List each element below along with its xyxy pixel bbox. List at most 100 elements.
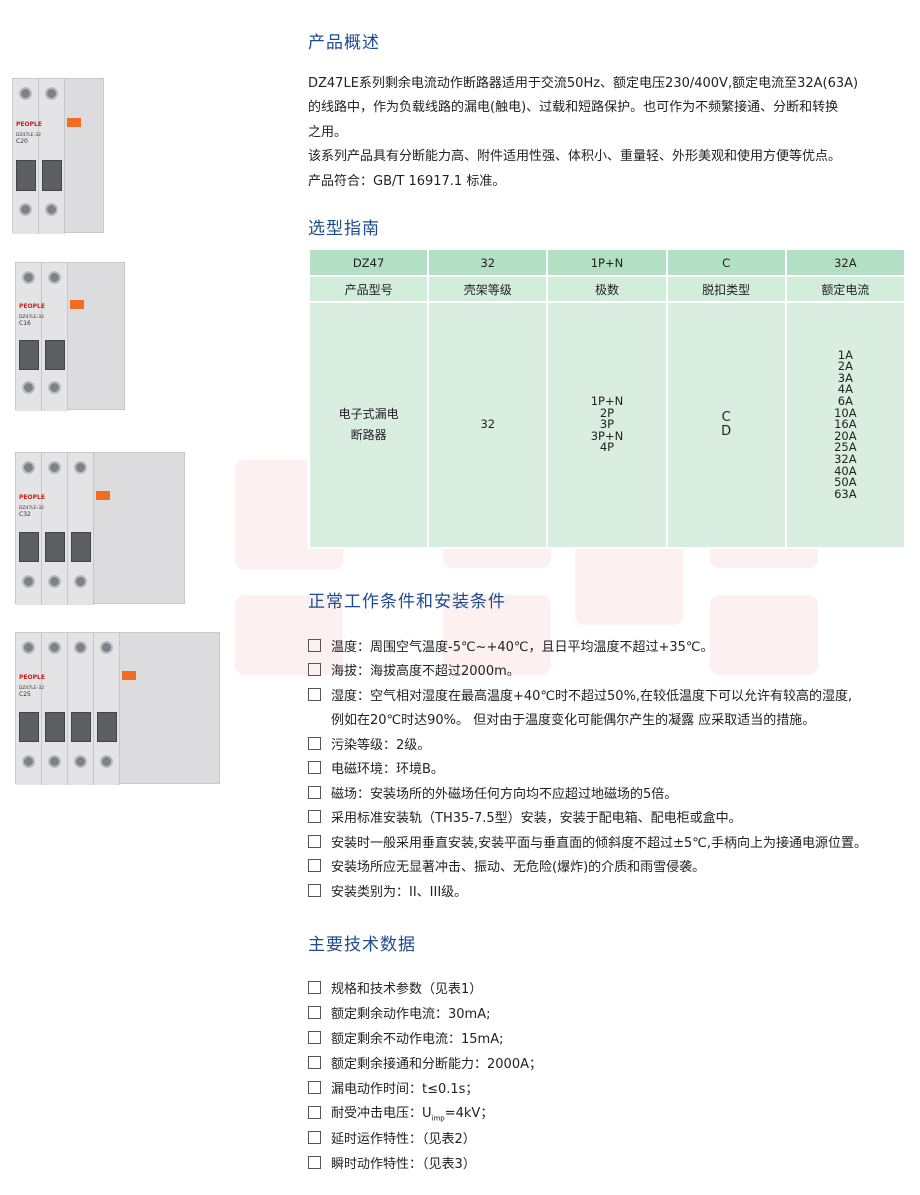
- current-value: 63A: [834, 486, 857, 501]
- list-item: 额定剩余动作电流：30mA;: [308, 1000, 542, 1025]
- example-row: DZ47 32 1P+N C 32A: [307, 250, 907, 277]
- current-value: 10A: [834, 405, 857, 420]
- overview-line: DZ47LE系列剩余电流动作断路器适用于交流50Hz、额定电压230/400V,…: [308, 76, 859, 91]
- rating-text: C25: [19, 691, 31, 699]
- toggle-handle: [71, 712, 91, 743]
- current-value: 1A: [837, 347, 853, 362]
- type-line: 电子式漏电: [338, 407, 399, 421]
- header-cell: 额定电流: [784, 276, 907, 303]
- checkbox-icon: [308, 1031, 321, 1044]
- section-title-overview: 产品概述: [308, 33, 380, 53]
- terminal-screw-icon: [74, 641, 87, 654]
- current-value: 3A: [837, 370, 853, 385]
- overview-line: 之用。: [308, 124, 348, 140]
- toggle-handle: [19, 712, 39, 743]
- example-cell: C: [665, 250, 787, 277]
- rating-text: C20: [16, 138, 28, 146]
- list-item: 海拔：海拔高度不超过2000m。: [308, 658, 867, 683]
- selection-table: DZ47 32 1P+N C 32A 产品型号 壳架等级 极数 脱扣类型 额定电…: [307, 250, 907, 549]
- pole-value: 3P+N: [590, 428, 624, 443]
- toggle-handle: [45, 712, 65, 743]
- terminal-screw-icon: [74, 754, 87, 768]
- item-text: 安装时一般采用垂直安装,安装平面与垂直面的倾斜度不超过±5℃,手柄向上为接通电源…: [331, 835, 868, 851]
- item-text: 延时运作特性：（见表2）: [331, 1132, 476, 1147]
- list-item: 耐受冲击电压：Uimp=4kV；: [308, 1100, 542, 1125]
- pole-value: 2P: [599, 405, 615, 420]
- pole-value: 3P: [599, 417, 615, 432]
- list-item: 温度：周围空气温度-5℃~+40℃，且日平均温度不超过+35℃。: [308, 633, 867, 658]
- rating-text: C32: [19, 511, 31, 519]
- terminal-screw-icon: [100, 754, 113, 768]
- brand-logo: PEOPLE: [19, 674, 45, 682]
- current-value: 4A: [837, 382, 853, 397]
- list-item: 湿度：空气相对湿度在最高温度+40℃时不超过50%,在较低温度下可以允许有较高的…: [308, 682, 867, 707]
- item-text: 额定剩余不动作电流：15mA;: [331, 1032, 504, 1047]
- list-item: 安装类别为：II、III级。: [308, 878, 867, 903]
- list-item-continuation: 例如在20℃时达90%。 但对由于温度变化可能偶尔产生的凝露 应采取适当的措施。: [331, 713, 816, 729]
- list-item: 污染等级：2级。: [308, 731, 867, 756]
- list-item: 电磁环境：环境B。: [308, 756, 867, 781]
- item-text: 规格和技术参数（见表1）: [331, 982, 483, 997]
- item-text: 安装类别为：II、III级。: [331, 884, 468, 900]
- terminal-screw-icon: [48, 381, 61, 395]
- terminal-screw-icon: [45, 87, 58, 100]
- type-cell: 电子式漏电 断路器: [307, 302, 430, 549]
- checkbox-icon: [308, 1131, 321, 1144]
- item-text: 瞬时动作特性：（见表3）: [331, 1157, 476, 1172]
- header-cell: 产品型号: [307, 276, 430, 303]
- header-row: 产品型号 壳架等级 极数 脱扣类型 额定电流: [307, 276, 907, 303]
- checkbox-icon: [308, 859, 321, 873]
- test-button-tag: [122, 671, 136, 680]
- toggle-handle: [97, 712, 117, 743]
- list-item: 采用标准安装轨（TH35-7.5型）安装，安装于配电箱、配电柜或盒中。: [308, 805, 867, 830]
- toggle-handle: [71, 532, 91, 563]
- example-cell: DZ47: [307, 250, 430, 277]
- list-item: 安装时一般采用垂直安装,安装平面与垂直面的倾斜度不超过±5℃,手柄向上为接通电源…: [308, 829, 867, 854]
- item-text: 温度：周围空气温度-5℃~+40℃，且日平均温度不超过+35℃。: [331, 639, 714, 655]
- list-item: 规格和技术参数（见表1）: [308, 975, 542, 1000]
- section-title-tech: 主要技术数据: [308, 935, 416, 955]
- checkbox-icon: [308, 810, 321, 824]
- uimp-prefix: 耐受冲击电压：U: [331, 1106, 432, 1122]
- section-title-conditions: 正常工作条件和安装条件: [308, 592, 506, 612]
- terminal-screw-icon: [100, 641, 113, 654]
- item-text: 安装场所应无显著冲击、振动、无危险(爆炸)的介质和雨雪侵袭。: [331, 860, 706, 876]
- item-text: 污染等级：2级。: [331, 737, 431, 753]
- toggle-handle: [16, 159, 36, 191]
- terminal-screw-icon: [22, 641, 35, 654]
- toggle-handle: [42, 159, 62, 191]
- checkbox-icon: [308, 1006, 321, 1019]
- checkbox-icon: [308, 981, 321, 994]
- checkbox-icon: [308, 687, 321, 701]
- model-text: DZ47LE-32: [19, 314, 44, 320]
- checkbox-icon: [308, 1081, 321, 1094]
- checkbox-icon: [308, 1056, 321, 1069]
- checkbox-icon: [308, 638, 321, 652]
- checkbox-icon: [308, 736, 321, 750]
- terminal-screw-icon: [22, 574, 35, 588]
- toggle-handle: [45, 532, 65, 563]
- example-cell: 1P+N: [546, 250, 668, 277]
- item-text: 额定剩余接通和分断能力：2000A；: [331, 1057, 542, 1072]
- item-text: 耐受冲击电压：Uimp=4kV；: [331, 1102, 493, 1123]
- overview-paragraph: DZ47LE系列剩余电流动作断路器适用于交流50Hz、额定电压230/400V,…: [308, 72, 908, 194]
- header-cell: 脱扣类型: [665, 276, 787, 303]
- brand-logo: PEOPLE: [19, 302, 45, 310]
- header-cell: 极数: [546, 276, 668, 303]
- type-line: 断路器: [350, 428, 387, 442]
- checkbox-icon: [308, 663, 321, 677]
- model-text: DZ47LE-32: [16, 133, 41, 139]
- current-value: 20A: [834, 428, 857, 443]
- watermark-block: [235, 595, 343, 675]
- test-button-tag: [67, 117, 81, 127]
- overview-line: 产品符合：GB/T 16917.1 标准。: [308, 173, 506, 189]
- item-text: 海拔：海拔高度不超过2000m。: [331, 664, 520, 680]
- model-text: DZ47LE-32: [19, 506, 44, 512]
- item-text: 电磁环境：环境B。: [331, 762, 444, 778]
